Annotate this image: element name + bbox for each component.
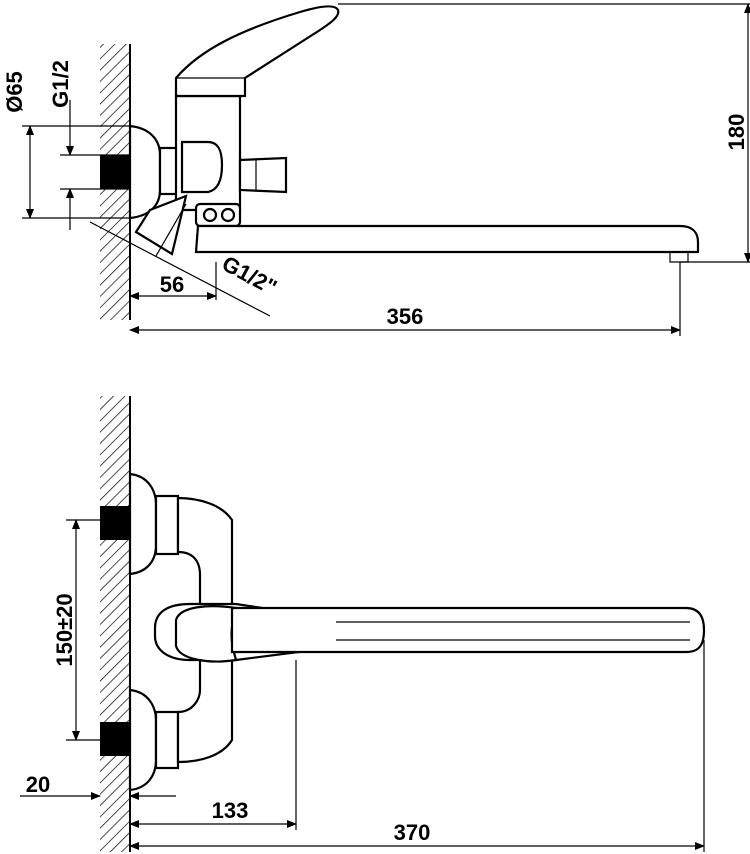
- dim-356: 356: [387, 304, 424, 329]
- dim-g12-left: G1/2: [48, 60, 73, 108]
- spout-bottom: [230, 606, 706, 654]
- diverter-knob: [238, 156, 288, 194]
- dim-133: 133: [212, 798, 249, 823]
- dim-180: 180: [724, 114, 749, 151]
- escutcheon-upper: [128, 472, 158, 576]
- lever-handle-top: [174, 5, 340, 98]
- dim-g12-angled: G1/2": [218, 251, 281, 300]
- dim-150: 150±20: [52, 593, 77, 666]
- angled-outlet: [134, 194, 188, 256]
- escutcheon-top: [128, 124, 162, 220]
- wall-hatch-bottom: [100, 396, 130, 852]
- dim-d65: Ø65: [2, 71, 27, 113]
- dim-370: 370: [394, 820, 431, 845]
- dim-56: 56: [160, 272, 184, 297]
- bottom-view: 150±20 20 133 370: [20, 396, 706, 852]
- dim-20: 20: [26, 772, 50, 797]
- escutcheon-lower: [128, 688, 158, 792]
- top-view: Ø65 G1/2 180 56 G1/2" 356: [2, 3, 750, 336]
- spout-top: [194, 224, 700, 254]
